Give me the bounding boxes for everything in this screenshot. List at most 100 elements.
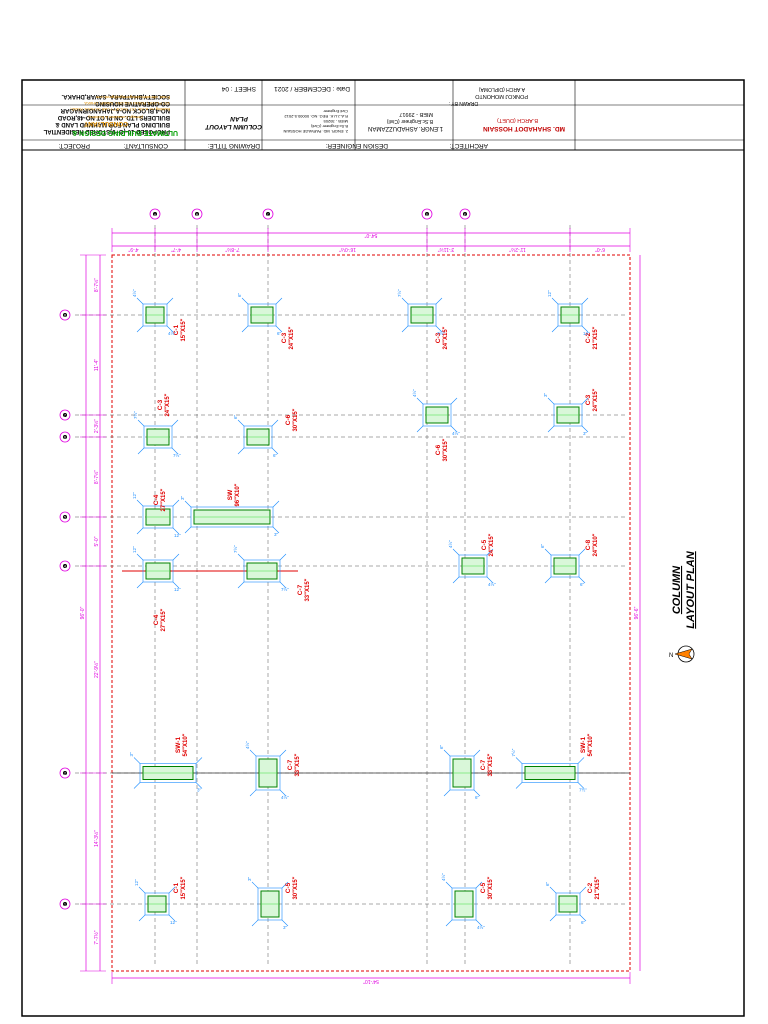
dimension-tick [271,419,279,427]
dimension-tick [166,325,174,333]
small-dimension-text: 7½" [579,787,587,793]
grid-bubble-label: E [464,213,467,217]
column-size: 54"X10" [588,733,594,756]
dimension-tick [241,325,249,333]
column-name: C-2 [587,882,594,893]
dimension-tick [581,297,589,305]
dimension-text: 96'-6" [634,606,640,619]
small-dimension-text: 6" [237,292,242,297]
column-footprint [144,892,170,916]
dimension-tick [450,397,458,405]
consultant-addr-line: Building no. A-1/8, 1ST SOCIETY LAB SCHO… [70,107,170,112]
dimension-tick [544,576,552,584]
small-dimension-text: 3" [274,532,279,537]
dimension-tick [473,789,481,797]
dimension-tick [133,782,141,789]
grid-bubble-dot [153,212,157,216]
grid-bubble-dot [266,212,270,216]
dimension-tick [452,548,460,556]
column-size: 96"X10" [235,483,241,506]
dimension-tick [279,553,287,561]
dimension-tick [579,886,587,894]
dimension-tick [401,297,409,305]
site-boundary [111,254,631,972]
column-name: C-3 [585,394,592,405]
dimension-tick [136,553,144,561]
small-dimension-text: 3" [247,876,252,881]
grid-bubble-dot [425,212,429,216]
drawn-by-name: PONKOJ MOHONTO [475,93,528,99]
grid-bubble-label: A [154,213,157,217]
grid-bubble-label: 1 [64,903,66,907]
dimension-tick [281,881,289,889]
dimension-tick [416,397,424,405]
dimension-text: 22'-9½" [93,661,100,678]
dimension-text: 54'-0" [364,232,377,238]
small-dimension-text: 7½" [232,545,238,553]
column-name: SW [227,489,234,500]
column-footprint [243,425,273,449]
small-dimension-text: 6" [581,920,586,925]
column-name: C-5 [480,882,487,893]
column-name: C-1 [173,882,180,893]
engineer-note-line: R.A.J.U.K. REG. NO. 00000.5-2012 [284,114,348,119]
engineer-note-line: Civil Engineer [323,109,348,114]
column-footprint [142,505,174,529]
small-dimension-text: 4½" [131,289,137,297]
column-footprint [143,425,173,449]
dimension-tick [137,419,145,427]
architect-degree: B.ARCH (DUET) [497,117,538,123]
column-size: 21"X15" [593,326,599,349]
dimension-tick [237,419,245,427]
small-dimension-text: 4½" [452,430,460,436]
column-footprint [458,554,488,578]
dimension-tick [138,914,146,922]
dimension-tick [184,526,192,534]
small-dimension-text: 6" [439,744,444,749]
small-dimension-text: 6" [475,795,480,800]
architect-label: ARCHITECT: [450,142,488,149]
consultant-firm: ULTIMATE BUILDING DESIGN & [72,129,178,136]
column-footprint [449,755,475,791]
dimension-tick [251,919,259,927]
dimension-text: 14'-3½" [93,830,100,847]
engineer-degree: B.Sc.Engineer (Civil) [387,118,433,124]
column-size: 33"X15" [295,753,301,776]
dimension-tick [445,919,453,927]
project-line: PROPOSED 10-(G+9)STORED RESIDENTIAL [43,128,170,134]
dimension-tick [475,881,483,889]
dimension-tick [171,419,179,427]
dimension-tick [547,397,555,405]
dimension-tick [136,581,144,589]
dimension-tick [172,553,180,561]
column-name: C-6 [435,444,442,455]
column-footprint [190,506,274,528]
small-dimension-text: 6" [273,453,278,458]
dimension-text: 8'-7½" [93,470,100,484]
project-line: BUILDING PLAN FOR MAHMUD LAND & [55,121,170,127]
column-footprint [257,887,283,921]
column-size: 24"X10" [593,533,599,556]
column-name: C-3 [281,332,288,343]
dimension-tick [136,297,144,305]
date-text: Date : DECEMBER / 2021 [274,85,350,92]
grid-bubble-dot [63,435,67,439]
dimension-tick [195,757,203,764]
dimension-text: 16'-0½" [339,246,356,253]
engineer-note-line: MIEB - 39205 [323,119,348,124]
small-dimension-text: 7½" [281,586,289,592]
grid-bubble-dot [63,313,67,317]
grid-bubble-label: 2 [64,772,66,776]
dimension-tick [473,749,481,757]
column-name: SW-1 [580,737,587,754]
